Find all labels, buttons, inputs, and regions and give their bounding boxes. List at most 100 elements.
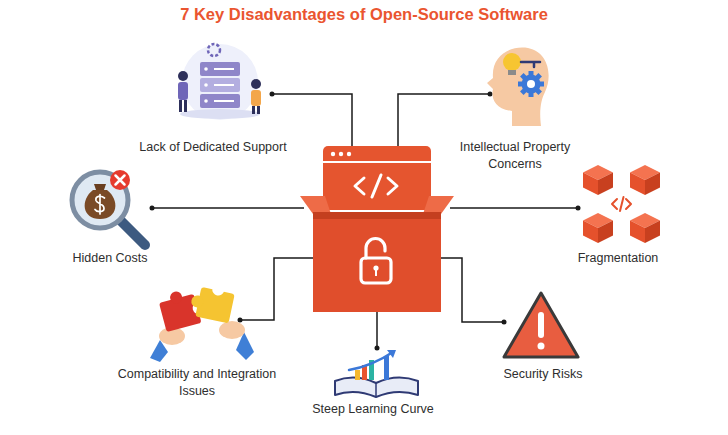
support-illustration-part [178, 82, 188, 100]
diagram-title: 7 Key Disadvantages of Open-Source Softw… [0, 5, 728, 24]
magnifier-illustration-part [72, 172, 128, 228]
leader-dots-part [150, 206, 155, 211]
leader-lines-part [398, 94, 490, 146]
open-source-box-part [375, 269, 377, 276]
head-illustration-part-part [527, 80, 535, 88]
open-source-box-part [323, 146, 431, 210]
book-illustration-part [355, 370, 360, 380]
support-illustration-part [214, 100, 234, 102]
leader-lines-part [441, 258, 504, 322]
head-illustration-part-part [522, 75, 541, 94]
support-illustration-part [200, 62, 240, 76]
support-illustration-part [257, 106, 260, 114]
item-label: Steep Learning Curve [273, 401, 473, 418]
open-source-box-part [323, 161, 431, 163]
puzzle-illustration-part-part [190, 294, 204, 308]
leader-dots-part [238, 318, 243, 323]
item-label: Lack of Dedicated Support [113, 139, 313, 156]
warning-illustration-part [538, 312, 544, 338]
magnifier-illustration [72, 170, 145, 245]
support-illustration-part [251, 90, 261, 106]
warning-illustration-part [504, 293, 578, 357]
leader-dots-part [375, 346, 380, 351]
open-source-box-part [313, 212, 441, 219]
head-illustration-part [503, 53, 521, 71]
book-illustration-part [387, 350, 396, 358]
warning-illustration-part [538, 343, 545, 350]
cubes-illustration-part [630, 213, 660, 243]
leader-dots-part [576, 206, 581, 211]
item-label: Security Risks [468, 366, 618, 383]
open-source-box [300, 146, 454, 312]
support-illustration-part [214, 68, 234, 70]
cubes-illustration-part [630, 165, 660, 195]
item-label: Compatibility and Integration Issues [105, 366, 290, 400]
support-illustration-part [214, 84, 234, 86]
puzzle-illustration-part-part [211, 282, 225, 296]
head-illustration-part [487, 48, 549, 126]
leader-lines [152, 94, 578, 348]
magnifier-illustration-part [119, 219, 145, 245]
cubes-illustration-part [612, 197, 631, 211]
warning-illustration [504, 293, 578, 357]
magnifier-illustration-part [85, 190, 116, 219]
leader-dots [150, 92, 581, 351]
open-source-box-part [331, 152, 335, 156]
puzzle-illustration-part-part [169, 290, 184, 305]
support-illustration-part [200, 94, 240, 108]
support-illustration-part [204, 99, 208, 103]
leader-lines-part [376, 312, 378, 348]
puzzle-illustration [150, 279, 254, 362]
support-illustration-part [178, 71, 188, 81]
leader-lines-part [240, 258, 313, 320]
leader-dots-part [270, 92, 275, 97]
support-illustration-part [182, 44, 258, 120]
head-illustration-part-part [520, 73, 542, 95]
support-illustration-part [204, 83, 208, 87]
head-illustration-part-part [520, 73, 542, 95]
open-source-box-part [300, 196, 331, 214]
head-illustration-part [508, 70, 516, 75]
support-illustration-part [179, 100, 182, 112]
item-label: Fragmentation [543, 250, 693, 267]
magnifier-illustration-part [110, 170, 130, 190]
book-illustration-part [335, 377, 418, 397]
leader-lines-part [152, 207, 304, 209]
book-illustration [335, 350, 418, 397]
open-source-box-part [366, 239, 385, 259]
cubes-illustration-part [583, 213, 613, 243]
book-illustration-part [384, 356, 389, 380]
leader-lines-part [272, 94, 352, 146]
magnifier-illustration-part [116, 176, 125, 185]
head-illustration [487, 48, 549, 126]
support-illustration [178, 44, 261, 120]
head-illustration-part [521, 62, 540, 67]
magnifier-illustration-part [94, 184, 106, 190]
magnifier-illustration-part [95, 195, 105, 215]
item-label: Hidden Costs [35, 250, 185, 267]
head-illustration-part [518, 71, 544, 97]
support-illustration-part [180, 109, 260, 119]
item-label: Intellectual Property Concerns [440, 139, 590, 173]
open-source-box-part [313, 212, 441, 312]
book-illustration-part [375, 383, 377, 397]
leader-lines-part [450, 207, 578, 209]
puzzle-illustration-part [219, 321, 245, 339]
support-illustration-part [252, 106, 255, 114]
support-illustration-part [204, 67, 208, 71]
support-illustration-part [200, 78, 240, 92]
book-illustration-part [349, 352, 393, 370]
open-source-box-part [355, 175, 397, 197]
leader-dots-part [488, 92, 493, 97]
leader-dots-part [502, 320, 507, 325]
open-source-box-part [347, 152, 351, 156]
open-source-box-part [361, 258, 391, 283]
open-source-box-part [339, 152, 343, 156]
cubes-illustration-part [583, 165, 613, 195]
cubes-illustration [583, 165, 660, 243]
support-illustration-part [208, 44, 220, 56]
open-source-box-part [423, 196, 454, 214]
support-illustration-part [184, 100, 187, 112]
